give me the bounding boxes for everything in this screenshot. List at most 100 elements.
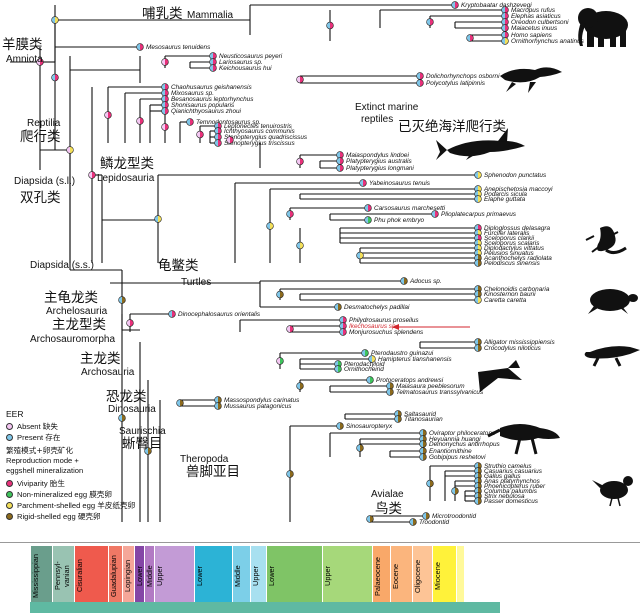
legend-nonmin-label: Non-mineralized egg [17,490,88,499]
tip-node [451,1,459,9]
clade-node [118,414,126,422]
tip-label: Maiacetus inuus [511,25,558,32]
timescale-label: Lower [195,565,204,587]
legend-rigid: Rigid-shelled egg 硬壳卵 [6,511,166,522]
clade-diapsida-sl-zh: 双孔类 [20,190,61,206]
pterosaur-icon [478,360,522,392]
tip-label: Chaohusaurus geishanensis [171,84,252,91]
tip-node [214,127,222,135]
tip-node [501,31,509,39]
tip-label: Macropus rufus [511,7,556,14]
tip-label: Homo sapiens [511,32,553,39]
tip-label: Dinocephalosaurus orientalis [178,311,261,318]
tip-node [474,259,482,267]
tip-label: Adocus sp. [409,278,442,285]
clade-dinosauria-en: Dinosauria [108,404,156,415]
clade-node [286,325,294,333]
tip-node [366,376,374,384]
present-swatch [6,434,13,441]
tip-label: Sphenodon punctatus [484,172,547,179]
tip-node [336,157,344,165]
tip-label: Ikechosaurus sp. [349,323,397,330]
tip-label: Troodontid [419,519,450,526]
legend-absent: Absent 缺失 [6,421,166,432]
tip-node [161,107,169,115]
tip-label: Hamipterus tianshanensis [378,356,452,363]
tip-label: Maiaspondylus lindoei [346,152,409,159]
tip-node [474,195,482,203]
legend-parch-label: Parchment-shelled egg [17,501,96,510]
clade-diapsida-ss-en: Diapsida (s.s.) [30,260,94,271]
tip-node [501,37,509,45]
clade-node [296,241,304,250]
tip-node [419,435,427,443]
clade-lepidosauria-en: Lepidosauria [97,173,155,184]
tip-label: Diplodactylus vittatus [484,245,545,252]
clade-archelosauria-zh: 主龟龙类 [44,290,98,306]
timescale-period: Miocene [432,546,456,613]
timescale-period: Upper [250,546,266,613]
tip-label: Philydrosaurus proseilus [349,317,419,324]
tip-label: Sinosauropteryx [346,423,393,430]
clade-turtles-zh: 龟鳖类 [158,258,199,274]
timescale-label: Middle [145,565,154,587]
tip-label: Pelusios sinuatus [484,250,535,257]
clade-node [161,58,169,66]
tip-label: Protoceratops andrewsi [376,377,444,384]
clade-marine-zh: 已灭绝海洋爬行类 [398,119,506,135]
plesiosaur-icon [500,67,562,93]
tip-node [419,447,427,455]
bird-icon [592,476,633,507]
timescale-period: Lower [194,546,232,613]
dinosaur-icon [487,424,560,455]
timescale-period: Pennsyl- vanian [52,546,74,613]
legend-parch-zh: 羊皮纸壳卵 [97,501,136,510]
tip-node [400,277,408,285]
timescale-period: Upper [322,546,372,613]
tip-label: Heyuannia huangi [429,436,481,443]
tip-label: Diploglossus delasagra [484,225,551,232]
clade-node [104,111,112,119]
clade-node [286,210,294,218]
tip-label: Gallus gallus [484,473,521,480]
clade-node [366,515,374,523]
tip-label: Monjurosuchus splendens [349,329,424,336]
tip-label: Elaphe guttata [484,196,526,203]
legend-present-label: Present [17,433,44,442]
tip-label: Furcifer lateralis [484,230,530,237]
tip-label: Saltasaurid [404,411,436,418]
timescale-label: Palaeocene [373,556,382,596]
tip-node [136,43,144,51]
clade-node [126,319,134,327]
legend-nonmin: Non-mineralized egg 膜壳卵 [6,489,166,500]
tip-node [501,24,509,32]
tip-label: Massospondylus carinatus [224,397,300,404]
tip-node [364,204,372,212]
tip-label: Deinonychus antirrhopus [429,441,500,448]
timescale-label: Pennsyl- vanian [53,561,71,591]
legend-nonmin-zh: 膜壳卵 [89,490,112,499]
divider [0,542,640,543]
tip-label: Enantiornithine [429,448,472,455]
timescale-period: Mississippian [30,546,52,613]
tip-node [339,328,347,336]
clade-node [426,479,434,488]
tip-label: Dolichorhynchops osborni [426,73,500,80]
clade-avialae-en: Avialae [371,489,404,500]
timescale-label: Middle [233,565,242,587]
legend-eer-title: EER [6,409,24,419]
tip-node [474,344,482,352]
tip-node [336,151,344,159]
clade-archosauria-en: Archosauria [81,367,135,378]
clade-node [326,21,334,30]
tip-node [474,296,482,304]
tip-label: Sceloporus scalaris [484,240,540,247]
timescale-period: Eocene [390,546,412,613]
clade-diapsida-sl-en: Diapsida (s.l.) [14,176,75,187]
legend: EER Absent 缺失 Present 存在 繁殖模式+卵壳矿化 Repro… [6,407,166,522]
tip-label: Pterodaustro guinazui [371,350,434,357]
tip-label: Ornithocheirid [344,366,384,373]
